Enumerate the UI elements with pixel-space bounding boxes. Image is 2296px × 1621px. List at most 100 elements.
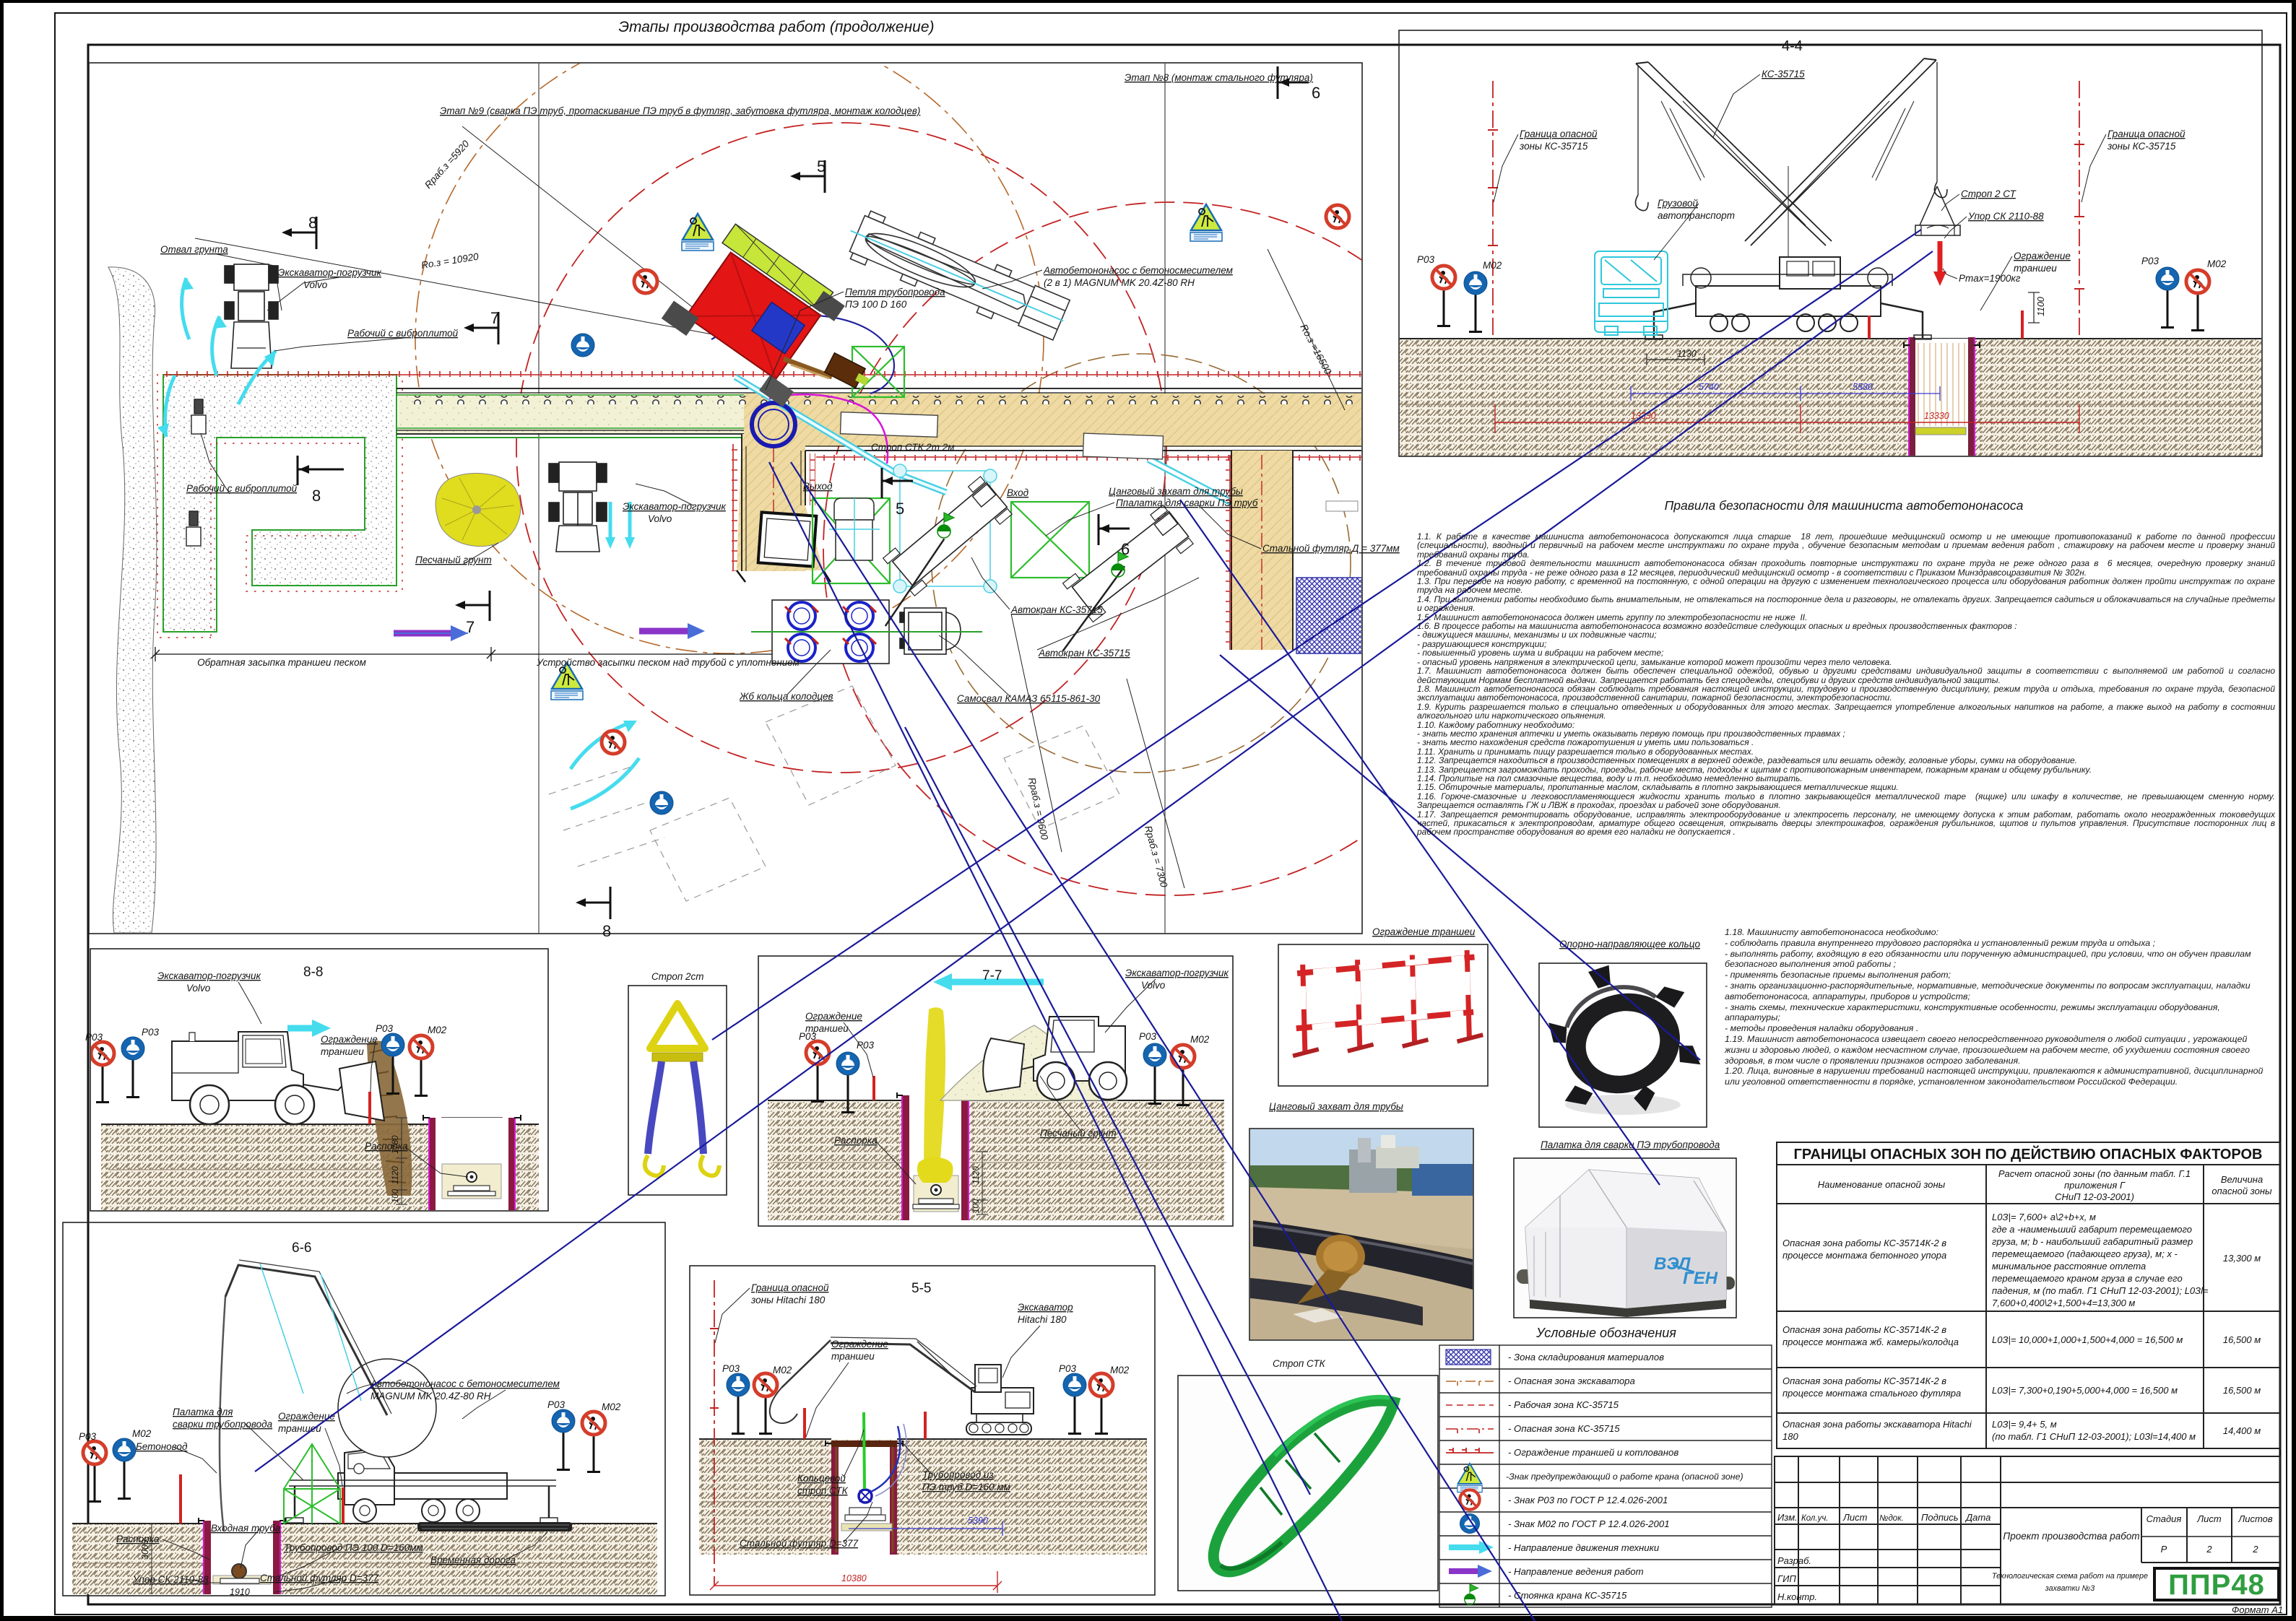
svg-text:Упор СК 2110-88: Упор СК 2110-88 [132, 1574, 209, 1585]
svg-text:100: 100 [972, 1199, 981, 1213]
svg-text:Упор СК 2110-88: Упор СК 2110-88 [1967, 211, 2044, 222]
svg-text:- Направление движения техники: - Направление движения техники [1508, 1542, 1660, 1553]
svg-text:Опасная зона работы КС-35714К-: Опасная зона работы КС-35714К-2 в [1782, 1376, 1946, 1386]
svg-text:6-6: 6-6 [292, 1240, 311, 1256]
svg-text:падения, м (по табл. Г1 СНиП 1: падения, м (по табл. Г1 СНиП 12-03-2001)… [1992, 1285, 2209, 1296]
svg-text:Строп СТК: Строп СТК [1273, 1358, 1326, 1369]
svg-text:- Опасная зона КС-35715: - Опасная зона КС-35715 [1508, 1423, 1620, 1434]
svg-text:Листов: Листов [2237, 1513, 2273, 1524]
svg-text:Грузовой: Грузовой [1658, 198, 1698, 209]
svg-text:8: 8 [308, 214, 317, 232]
svg-text:5580: 5580 [1853, 382, 1873, 392]
svg-text:Наименование опасной зоны: Наименование опасной зоны [1818, 1179, 1946, 1190]
svg-text:Pmax=1900кг: Pmax=1900кг [1959, 273, 2021, 284]
svg-text:Трубопровод из: Трубопровод из [922, 1469, 994, 1480]
svg-text:траншеи: траншеи [2014, 263, 2057, 274]
svg-text:7: 7 [490, 309, 499, 327]
svg-text:М02: М02 [428, 1025, 447, 1035]
svg-text:Граница опасной: Граница опасной [751, 1282, 829, 1293]
svg-text:7: 7 [466, 618, 475, 636]
svg-text:М02: М02 [2207, 258, 2227, 269]
svg-text:Цанговый захват для трубы: Цанговый захват для трубы [1269, 1101, 1403, 1112]
svg-text:Палатка для сварки ПЭ трубопро: Палатка для сварки ПЭ трубопровода [1541, 1139, 1720, 1150]
svg-text:Р03: Р03 [79, 1431, 97, 1442]
svg-text:Rраб.з =5920: Rраб.з =5920 [423, 138, 472, 191]
svg-text:Расчет опасной зоны (по данным: Расчет опасной зоны (по данным табл. Г.1 [1998, 1168, 2191, 1179]
svg-text:Строп СТК 2m 2м: Строп СТК 2m 2м [871, 442, 955, 453]
svg-text:Автобетононасос с бетоносмесит: Автобетононасос с бетоносмесителем [1043, 265, 1233, 276]
svg-text:Трубопровод ПЭ 100 D=160мм: Трубопровод ПЭ 100 D=160мм [284, 1542, 423, 1553]
svg-text:Временная дорога: Временная дорога [430, 1555, 516, 1565]
svg-text:минимальное расстояние отлета: минимальное расстояние отлета [1992, 1261, 2146, 1272]
svg-text:Вход: Вход [1007, 487, 1029, 498]
svg-text:16,500 м: 16,500 м [2223, 1385, 2261, 1396]
svg-text:13,300 м: 13,300 м [2223, 1253, 2261, 1264]
svg-text:зоны КС-35715: зоны КС-35715 [2107, 141, 2176, 152]
svg-text:автотранспорт: автотранспорт [1658, 210, 1735, 221]
svg-text:Входная труба: Входная труба [211, 1523, 281, 1534]
svg-text:зоны Hitachi 180: зоны Hitachi 180 [750, 1295, 826, 1305]
svg-text:Р03: Р03 [376, 1023, 394, 1034]
svg-text:14,400 м: 14,400 м [2223, 1425, 2261, 1436]
svg-text:зоны КС-35715: зоны КС-35715 [1519, 141, 1588, 152]
svg-text:1120: 1120 [391, 1166, 400, 1184]
svg-text:Устройство засыпки песком над: Устройство засыпки песком над трубой с у… [536, 657, 800, 668]
svg-text:8: 8 [602, 922, 611, 940]
svg-text:Выход: Выход [803, 481, 833, 492]
svg-text:приложения Г: приложения Г [2064, 1180, 2126, 1191]
svg-text:Петля трубопровода: Петля трубопровода [845, 287, 945, 297]
svg-text:3000: 3000 [140, 1539, 150, 1560]
svg-text:6: 6 [1121, 540, 1130, 558]
svg-text:ГЕН: ГЕН [1683, 1269, 1718, 1288]
svg-text:Бетоновод: Бетоновод [136, 1441, 188, 1452]
svg-text:- Зона складирования материало: - Зона складирования материалов [1508, 1352, 1664, 1363]
svg-text:- Направление ведения работ: - Направление ведения работ [1508, 1566, 1644, 1577]
svg-text:Ппалатка для сварки ПЭ труб: Ппалатка для сварки ПЭ труб [1116, 497, 1258, 508]
svg-text:Volvo: Volvo [1141, 980, 1166, 991]
svg-text:13330: 13330 [1924, 411, 1949, 421]
svg-text:Распорка: Распорка [116, 1534, 160, 1544]
svg-text:Правила безопасности для машин: Правила безопасности для машиниста автоб… [1665, 498, 2024, 513]
svg-text:Р03: Р03 [799, 1031, 817, 1042]
svg-text:Рабочий с виброплитой: Рабочий с виброплитой [186, 483, 298, 494]
svg-text:Лист: Лист [1842, 1512, 1868, 1523]
svg-text:Кол.уч.: Кол.уч. [1801, 1514, 1829, 1523]
svg-text:6: 6 [1312, 84, 1320, 102]
svg-text:Опорно-направляющее кольцо: Опорно-направляющее кольцо [1559, 939, 1700, 949]
svg-text:Н.контр.: Н.контр. [1777, 1591, 1817, 1602]
svg-text:Палатка для: Палатка для [173, 1407, 233, 1417]
svg-text:Проект производства работ: Проект производства работ [2003, 1531, 2139, 1542]
svg-text:перемещаемого краном груза в с: перемещаемого краном груза в случае его [1992, 1273, 2183, 1284]
svg-text:М02: М02 [132, 1428, 152, 1439]
svg-text:ВЭЛ: ВЭЛ [1654, 1254, 1691, 1274]
svg-text:Р03: Р03 [2141, 256, 2159, 266]
svg-text:процессе монтажа бетонного упо: процессе монтажа бетонного упора [1782, 1250, 1946, 1261]
svg-text:траншеи: траншеи [805, 1023, 849, 1034]
svg-text:- Ограждение траншей и котлова: - Ограждение траншей и котлованов [1508, 1447, 1678, 1458]
svg-text:(по табл. Г1 СНиП 12-03-2001);: (по табл. Г1 СНиП 12-03-2001); L0Зl=14,4… [1992, 1431, 2196, 1442]
svg-text:Автокран КС-35715: Автокран КС-35715 [1038, 648, 1130, 659]
svg-text:Разраб.: Разраб. [1777, 1555, 1811, 1566]
svg-text:ППР48: ППР48 [2168, 1569, 2265, 1601]
svg-text:Р03: Р03 [1059, 1363, 1077, 1374]
svg-text:процессе монтажа жб. камеры/ко: процессе монтажа жб. камеры/колодца [1782, 1337, 1959, 1347]
svg-text:сварки трубопровода: сварки трубопровода [173, 1419, 273, 1430]
svg-text:7-7: 7-7 [982, 968, 1002, 983]
svg-text:Р03: Р03 [1139, 1031, 1157, 1042]
svg-text:Песчаный грунт: Песчаный грунт [415, 555, 492, 565]
svg-text:Р03: Р03 [857, 1040, 875, 1051]
svg-text:опасной зоны: опасной зоны [2211, 1186, 2272, 1196]
svg-text:L0З|= 9,4+ 5, м: L0З|= 9,4+ 5, м [1992, 1419, 2057, 1430]
svg-text:8-8: 8-8 [303, 965, 323, 980]
svg-text:Р03: Р03 [722, 1363, 740, 1374]
svg-text:строп СТК: строп СТК [797, 1485, 849, 1496]
svg-text:Rо.з =16500: Rо.з =16500 [1298, 322, 1333, 376]
svg-text:Автокран КС-35715: Автокран КС-35715 [1010, 604, 1103, 615]
svg-text:Р03: Р03 [547, 1399, 566, 1410]
svg-text:8: 8 [312, 487, 321, 505]
svg-text:Распорка: Распорка [365, 1141, 408, 1152]
svg-text:перемещаемого (падающего груза: перемещаемого (падающего груза), м; х - [1992, 1248, 2178, 1259]
svg-text:Стальной футляр Д = 377мм: Стальной футляр Д = 377мм [1262, 543, 1400, 554]
svg-text:Ограждение: Ограждение [321, 1034, 378, 1045]
svg-text:Стальной футляр D=377: Стальной футляр D=377 [740, 1538, 859, 1549]
